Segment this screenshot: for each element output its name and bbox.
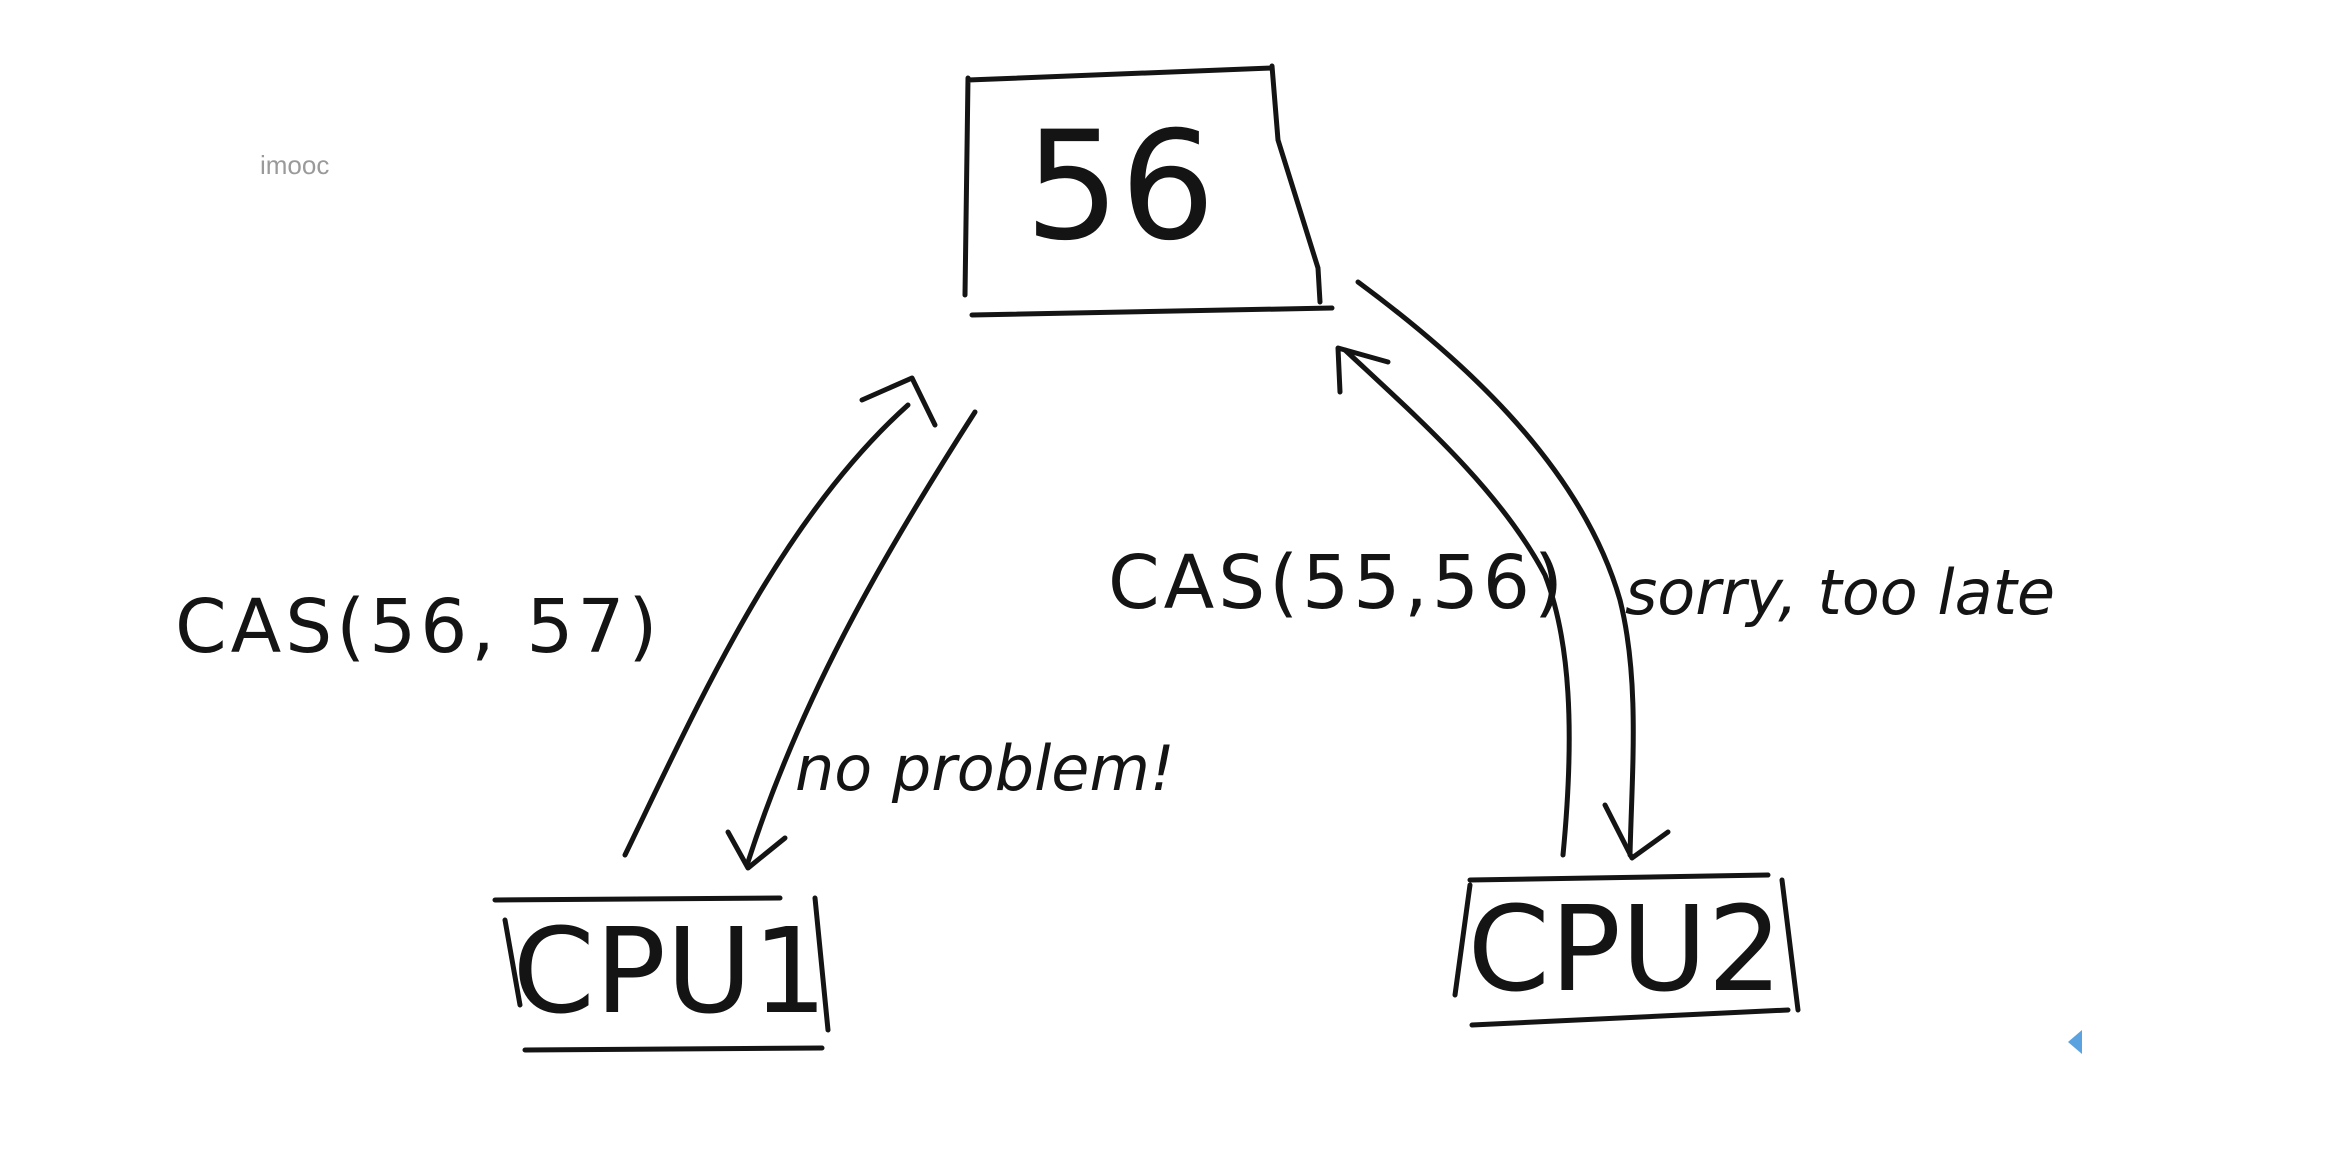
watermark-text: imooc [260, 150, 330, 180]
cpu2-reply-arrow [1355, 279, 1671, 861]
memory-box: 56 [962, 63, 1335, 318]
cpu2-request-arrow [1335, 345, 1572, 858]
cpu2-label: CPU2 [1468, 880, 1783, 1018]
cpu1-label: CPU1 [513, 902, 828, 1040]
cpu2-box: CPU2 [1452, 872, 1801, 1028]
cpu2-cas-call: CAS(55,56) [1108, 540, 1567, 626]
cpu1-cas-call: CAS(56, 57) [175, 584, 661, 670]
cpu1-request-arrow [622, 375, 938, 858]
cpu2-cas-reply: sorry, too late [1625, 556, 2055, 629]
memory-value: 56 [1025, 100, 1216, 274]
cpu1-reply-arrow [725, 409, 978, 871]
left-triangle-icon[interactable] [2068, 1030, 2082, 1054]
cpu1-box: CPU1 [492, 895, 831, 1053]
cpu1-cas-reply: no problem! [795, 732, 1175, 805]
